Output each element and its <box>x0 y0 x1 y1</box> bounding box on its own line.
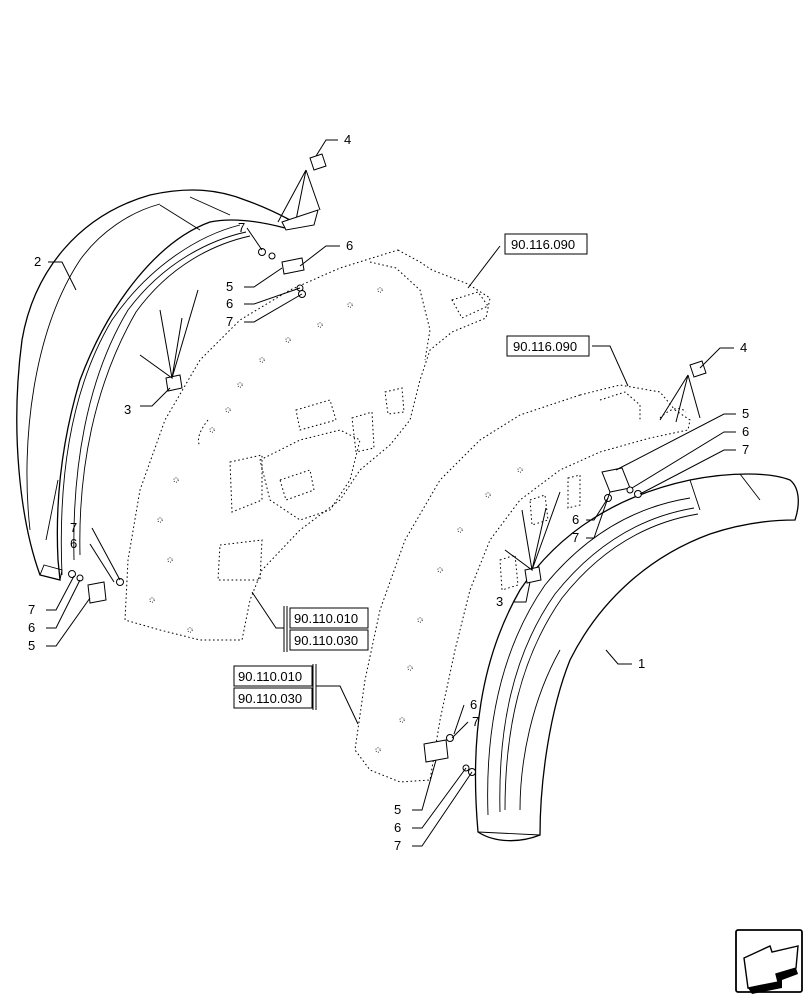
callout-2: 2 <box>34 254 41 269</box>
ref-lower-center-a: 90.110.010 <box>238 669 302 684</box>
callout-6-upper-left: 6 <box>226 296 233 311</box>
callout-7-mid-right: 7 <box>572 530 579 545</box>
right-fender-support <box>354 384 691 783</box>
callout-5-upper: 5 <box>226 279 233 294</box>
callout-3-right: 3 <box>496 594 503 609</box>
reference-boxes: 90.116.090 90.116.090 90.110.010 90.110.… <box>233 233 590 710</box>
ref-mid-center-b: 90.110.030 <box>294 633 358 648</box>
callout-4-left: 4 <box>344 132 351 147</box>
ref-lower-center-b: 90.110.030 <box>238 691 302 706</box>
right-fender <box>474 473 799 842</box>
callout-5-lower-left: 5 <box>28 638 35 653</box>
callout-7-bottom-b: 7 <box>394 838 401 853</box>
callout-6-lower-left-b: 6 <box>28 620 35 635</box>
callout-4-right: 4 <box>740 340 747 355</box>
left-fender <box>16 189 291 581</box>
left-fender-support <box>124 249 491 641</box>
callout-7-lower-left: 7 <box>70 520 77 535</box>
callout-7-upper-right: 7 <box>742 442 749 457</box>
leader-lines <box>46 139 736 847</box>
callout-6-bottom-b: 6 <box>394 820 401 835</box>
ref-top-center: 90.116.090 <box>511 237 575 252</box>
hardware-clips <box>68 153 707 776</box>
next-page-arrow-icon[interactable] <box>735 929 803 994</box>
callout-6-mid-right: 6 <box>572 512 579 527</box>
callout-5-bottom: 5 <box>394 802 401 817</box>
callout-7-upper: 7 <box>238 220 245 235</box>
callout-5-upper-right: 5 <box>742 406 749 421</box>
callout-6-bottom: 6 <box>470 697 477 712</box>
ref-mid-right: 90.116.090 <box>513 339 577 354</box>
callout-3-left: 3 <box>124 402 131 417</box>
ref-mid-center-a: 90.110.010 <box>294 611 358 626</box>
callout-7-bottom: 7 <box>472 714 479 729</box>
callout-6-lower-left: 6 <box>70 536 77 551</box>
callout-6-upper-right: 6 <box>742 424 749 439</box>
callout-labels: 2 1 3 3 4 4 7 6 5 6 7 7 6 7 6 5 5 6 7 6 … <box>28 132 749 853</box>
callout-1: 1 <box>638 656 645 671</box>
callout-7-lower-left-b: 7 <box>28 602 35 617</box>
callout-6-upper: 6 <box>346 238 353 253</box>
callout-7-upper-left: 7 <box>226 314 233 329</box>
